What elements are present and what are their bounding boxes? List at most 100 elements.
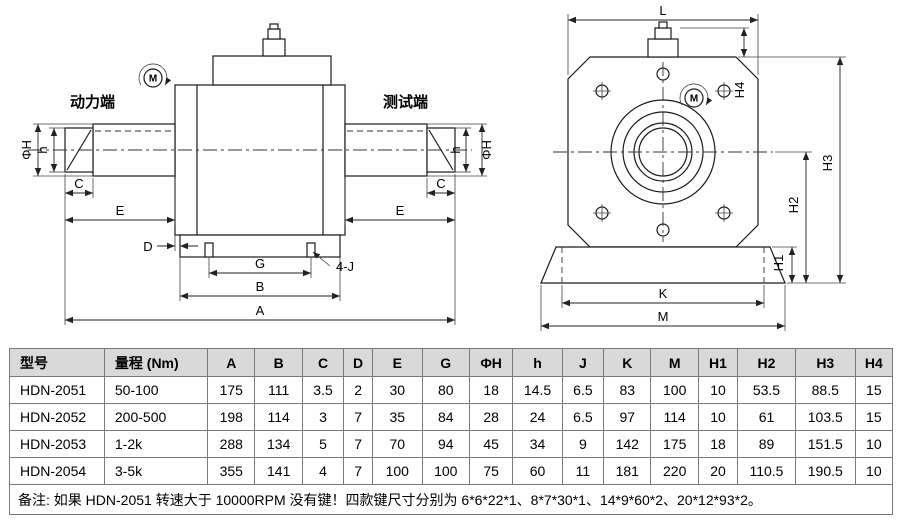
cell: 15 (854, 376, 894, 404)
dim-label-e-left: E (116, 203, 125, 218)
cell: 94 (421, 430, 470, 458)
cell: 97 (603, 403, 652, 431)
side-view-dimensions: C E D G B A C E 4-J ΦH h h ΦH (19, 123, 494, 325)
model-cell: HDN-2054 (9, 457, 105, 485)
col-header-h3: H3 (794, 348, 856, 377)
cell: 60 (512, 457, 563, 485)
technical-drawing: M 动力端 测试端 (19, 3, 846, 331)
table-note: 备注: 如果 HDN-2051 转速大于 10000RPM 没有键！四款键尺寸分… (9, 484, 893, 515)
cell: 7 (343, 457, 374, 485)
cell: 88.5 (794, 376, 856, 404)
dim-label-h3: H3 (820, 155, 835, 172)
cell: 10 (854, 457, 894, 485)
cell: 75 (468, 457, 514, 485)
col-header-d: D (343, 348, 374, 377)
cell: 28 (468, 403, 514, 431)
col-header-model: 型号 (9, 348, 105, 377)
cell: 198 (207, 403, 256, 431)
cell: 45 (468, 430, 514, 458)
col-header-phih: ΦH (468, 348, 514, 377)
spec-table: 型号 量程 (Nm) A B C D E G ΦH h J K M H1 H2 … (9, 348, 894, 515)
dim-label-a: A (256, 303, 265, 318)
range-cell: 3-5k (103, 457, 209, 485)
cell: 70 (372, 430, 423, 458)
dim-label-e-right: E (396, 203, 405, 218)
col-header-range: 量程 (Nm) (103, 348, 209, 377)
col-header-c: C (301, 348, 345, 377)
col-header-h4: H4 (854, 348, 894, 377)
torque-mark-label: M (149, 74, 157, 85)
cell: 3 (301, 403, 345, 431)
torque-direction-icon-front: M (679, 83, 713, 108)
cell: 10 (697, 376, 739, 404)
cell: 84 (421, 403, 470, 431)
cell: 34 (512, 430, 563, 458)
col-header-b: B (254, 348, 303, 377)
cell: 53.5 (737, 376, 796, 404)
cell: 15 (854, 403, 894, 431)
range-cell: 50-100 (103, 376, 209, 404)
cell: 2 (343, 376, 374, 404)
table-row: HDN-2051 50-100 175 111 3.5 2 30 80 18 1… (9, 376, 894, 404)
cell: 4 (301, 457, 345, 485)
dim-label-phih-right: ΦH (479, 140, 494, 160)
col-header-m: M (650, 348, 699, 377)
model-cell: HDN-2051 (9, 376, 105, 404)
cell: 3.5 (301, 376, 345, 404)
cell: 6.5 (561, 403, 605, 431)
cell: 89 (737, 430, 796, 458)
cell: 35 (372, 403, 423, 431)
cell: 142 (603, 430, 652, 458)
range-cell: 1-2k (103, 430, 209, 458)
col-header-h: h (512, 348, 563, 377)
dim-label-h1: H1 (771, 255, 786, 272)
range-cell: 200-500 (103, 403, 209, 431)
model-cell: HDN-2052 (9, 403, 105, 431)
spec-table-wrapper: 型号 量程 (Nm) A B C D E G ΦH h J K M H1 H2 … (9, 348, 894, 515)
col-header-j: J (561, 348, 605, 377)
cell: 220 (650, 457, 699, 485)
cell: 288 (207, 430, 256, 458)
side-view: M 动力端 测试端 (19, 23, 494, 325)
cell: 61 (737, 403, 796, 431)
cell: 10 (697, 403, 739, 431)
cell: 11 (561, 457, 605, 485)
dim-label-g: G (255, 256, 265, 271)
front-view-shapes (540, 21, 786, 284)
cell: 9 (561, 430, 605, 458)
cell: 14.5 (512, 376, 563, 404)
cell: 141 (254, 457, 303, 485)
dim-label-h2: H2 (786, 197, 801, 214)
dim-label-h-right: h (448, 146, 463, 153)
col-header-k: K (603, 348, 652, 377)
dim-label-4j: 4-J (336, 259, 354, 274)
model-cell: HDN-2053 (9, 430, 105, 458)
cell: 10 (854, 430, 894, 458)
dim-label-b: B (256, 279, 265, 294)
dim-label-d: D (143, 239, 152, 254)
cell: 181 (603, 457, 652, 485)
cell: 20 (697, 457, 739, 485)
col-header-g: G (421, 348, 470, 377)
cell: 100 (421, 457, 470, 485)
cell: 111 (254, 376, 303, 404)
torque-direction-icon: M (138, 63, 172, 88)
col-header-e: E (372, 348, 423, 377)
table-row: HDN-2054 3-5k 355 141 4 7 100 100 75 60 … (9, 457, 894, 485)
cell: 30 (372, 376, 423, 404)
cell: 134 (254, 430, 303, 458)
cell: 80 (421, 376, 470, 404)
dim-label-phih-left: ΦH (19, 140, 34, 160)
side-view-shapes (64, 23, 456, 258)
bolt-holes (593, 67, 733, 237)
cell: 18 (468, 376, 514, 404)
power-end-label: 动力端 (70, 93, 115, 111)
dim-label-k: K (659, 286, 668, 301)
cell: 103.5 (794, 403, 856, 431)
dim-label-h4: H4 (732, 82, 747, 99)
cell: 7 (343, 403, 374, 431)
cell: 175 (650, 430, 699, 458)
col-header-h1: H1 (697, 348, 739, 377)
cell: 151.5 (794, 430, 856, 458)
